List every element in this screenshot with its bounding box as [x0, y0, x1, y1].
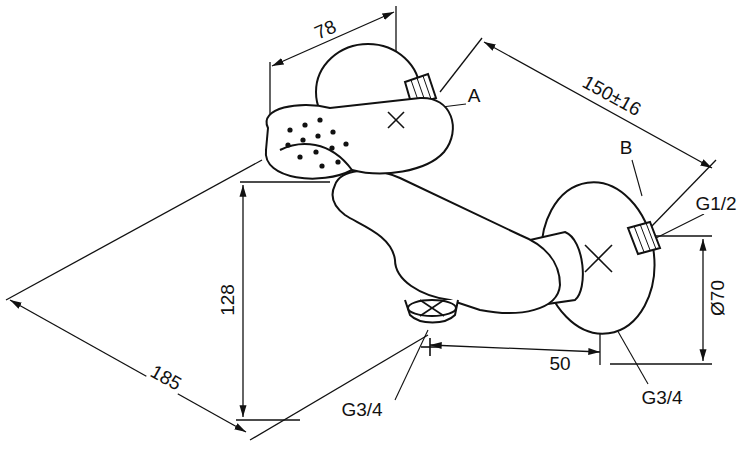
- dimension-value: 50: [547, 354, 572, 374]
- dimension-value: Ø70: [708, 278, 728, 318]
- center-marks: [388, 112, 612, 356]
- connection-letter: A: [466, 86, 483, 106]
- dimension-value: 128: [218, 282, 238, 318]
- dimension-value: 150±16: [578, 71, 646, 121]
- dimension-value: 185: [146, 361, 187, 396]
- thread-size: G3/4: [639, 388, 684, 408]
- thread-size: G1/2: [693, 194, 738, 214]
- mixer-body: [266, 44, 664, 341]
- connection-letter: B: [618, 138, 635, 158]
- handle-dots: [285, 117, 348, 168]
- dimension-value: 78: [310, 16, 341, 44]
- thread-size: G3/4: [339, 400, 384, 420]
- dimension-lines: [6, 6, 716, 440]
